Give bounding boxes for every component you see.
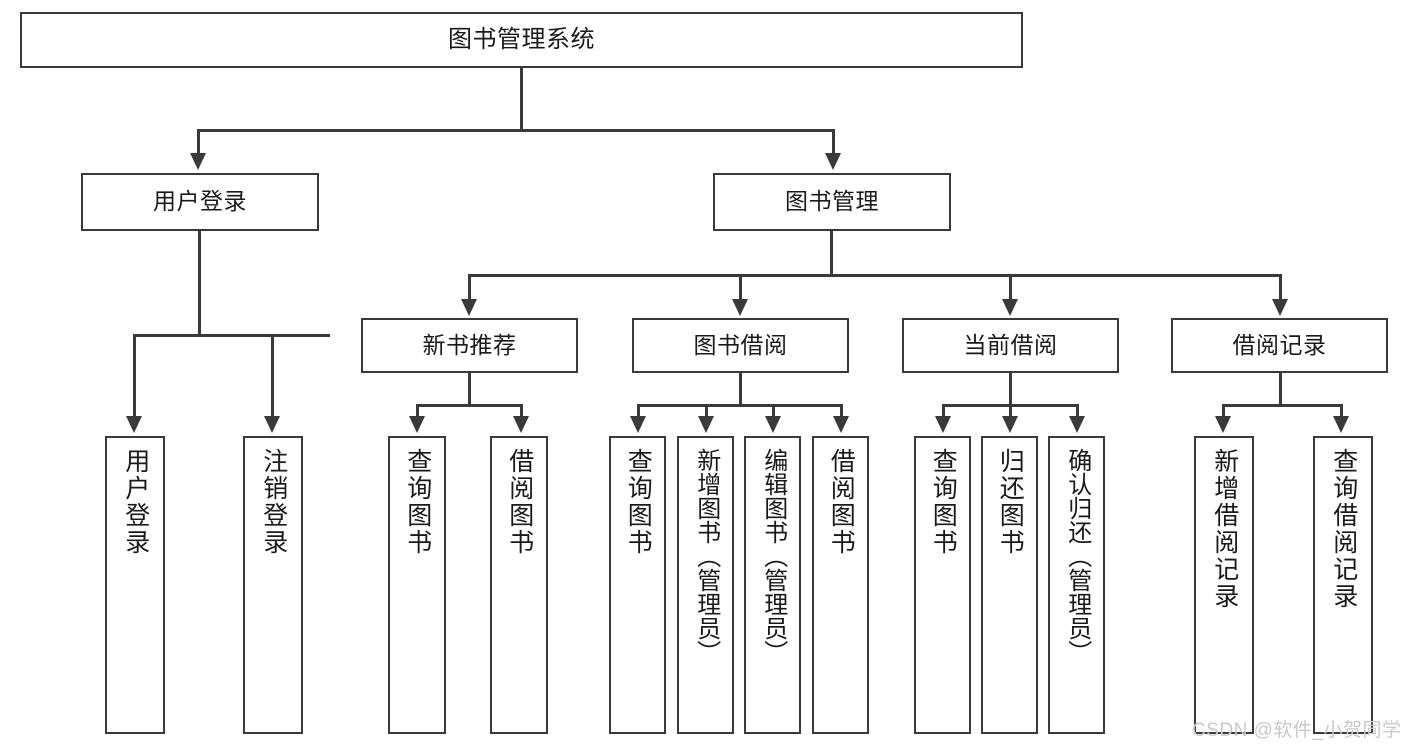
arrow-head-current-borrow xyxy=(1002,299,1018,316)
connector-bookmanage-to-l3-1 xyxy=(468,274,471,302)
connector-root-bar xyxy=(197,129,834,132)
node-label: 查询图书 xyxy=(929,448,958,556)
connector-borrowrecord-to-leaf1 xyxy=(1222,404,1225,419)
arrow-head-borrow-book-2 xyxy=(833,416,849,433)
node-label: 用户登录 xyxy=(153,188,247,215)
node-current-borrow[interactable]: 当前借阅 xyxy=(902,318,1119,373)
node-root-system[interactable]: 图书管理系统 xyxy=(20,12,1023,68)
leaf-node-borrow-book-2[interactable]: 借阅图书 xyxy=(812,436,869,734)
connector-bookborrow-stem xyxy=(739,373,742,406)
leaf-node-add-book[interactable]: 新增图书（管理员） xyxy=(677,436,734,734)
connector-currentborrow-to-leaf1 xyxy=(942,404,945,419)
arrow-head-borrow-book-1 xyxy=(513,416,529,433)
leaf-node-query-record[interactable]: 查询借阅记录 xyxy=(1313,436,1373,734)
node-label: 新增图书（管理员） xyxy=(692,448,720,664)
connector-currentborrow-to-leaf3 xyxy=(1076,404,1079,419)
connector-currentborrow-stem xyxy=(1009,373,1012,406)
arrow-head-new-book-recommend xyxy=(461,299,477,316)
node-label: 注销登录 xyxy=(259,448,288,556)
connector-bookborrow-to-leaf4 xyxy=(840,404,843,419)
arrow-head-query-book-3 xyxy=(935,416,951,433)
connector-root-to-userlogin xyxy=(197,129,200,157)
node-label: 当前借阅 xyxy=(963,331,1058,358)
connector-bookmanage-stem xyxy=(830,231,833,276)
connector-bookmanage-to-l3-2 xyxy=(739,274,742,302)
connector-borrowrecord-bar xyxy=(1222,404,1342,407)
leaf-node-add-record[interactable]: 新增借阅记录 xyxy=(1194,436,1254,734)
leaf-node-user-login[interactable]: 用户登录 xyxy=(105,436,165,734)
node-label: 归还图书 xyxy=(996,448,1025,556)
connector-currentborrow-to-leaf2 xyxy=(1009,404,1012,419)
arrow-head-query-book-2 xyxy=(630,416,646,433)
node-book-manage[interactable]: 图书管理 xyxy=(713,173,951,231)
connector-bookmanage-to-l3-3 xyxy=(1009,274,1012,302)
watermark-text: CSDN @软件_小贺同学 xyxy=(1192,720,1402,741)
node-label: 编辑图书（管理员） xyxy=(759,448,787,664)
connector-newbook-stem xyxy=(468,373,471,406)
connector-bookborrow-to-leaf2 xyxy=(705,404,708,419)
connector-borrowrecord-stem xyxy=(1279,373,1282,406)
node-label: 图书管理系统 xyxy=(448,25,595,53)
node-label: 借阅记录 xyxy=(1232,331,1327,358)
connector-newbook-bar xyxy=(416,404,522,407)
leaf-node-query-book-1[interactable]: 查询图书 xyxy=(388,436,446,734)
connector-bookborrow-bar xyxy=(637,404,841,407)
leaf-node-query-book-3[interactable]: 查询图书 xyxy=(914,436,971,734)
connector-newbook-to-leaf1 xyxy=(416,404,419,419)
arrow-head-edit-book xyxy=(765,416,781,433)
arrow-head-add-book xyxy=(698,416,714,433)
arrow-head-book-borrow xyxy=(732,299,748,316)
arrow-head-query-book-1 xyxy=(409,416,425,433)
leaf-node-return-book[interactable]: 归还图书 xyxy=(981,436,1038,734)
arrow-head-leaf-logout xyxy=(264,416,280,433)
node-label: 图书管理 xyxy=(785,188,879,215)
node-label: 新增借阅记录 xyxy=(1210,448,1239,610)
arrow-head-query-record xyxy=(1333,416,1349,433)
connector-bookmanage-bar xyxy=(468,274,1280,277)
node-label: 借阅图书 xyxy=(505,448,534,556)
leaf-node-logout[interactable]: 注销登录 xyxy=(243,436,303,734)
leaf-node-borrow-book-1[interactable]: 借阅图书 xyxy=(490,436,548,734)
leaf-node-confirm-return[interactable]: 确认归还（管理员） xyxy=(1048,436,1105,734)
node-label: 查询借阅记录 xyxy=(1329,448,1358,610)
arrow-head-leaf-user-login xyxy=(126,416,142,433)
node-borrow-record[interactable]: 借阅记录 xyxy=(1171,318,1388,373)
leaf-node-edit-book[interactable]: 编辑图书（管理员） xyxy=(744,436,801,734)
arrow-head-confirm-return xyxy=(1069,416,1085,433)
node-label: 确认归还（管理员） xyxy=(1063,448,1091,664)
connector-newbook-to-leaf2 xyxy=(520,404,523,419)
node-label: 查询图书 xyxy=(403,448,432,556)
leaf-node-query-book-2[interactable]: 查询图书 xyxy=(609,436,666,734)
connector-bookborrow-to-leaf1 xyxy=(637,404,640,419)
node-label: 查询图书 xyxy=(624,448,653,556)
node-new-book-recommend[interactable]: 新书推荐 xyxy=(361,318,578,373)
arrow-head-bookmanage xyxy=(825,153,841,170)
arrow-head-borrow-record xyxy=(1272,299,1288,316)
connector-bookmanage-to-l3-4 xyxy=(1279,274,1282,302)
node-label: 图书借阅 xyxy=(693,331,788,358)
connector-root-to-bookmanage xyxy=(832,129,835,157)
node-label: 借阅图书 xyxy=(827,448,856,556)
connector-borrowrecord-to-leaf2 xyxy=(1340,404,1343,419)
connector-userlogin-to-leaf2 xyxy=(271,334,274,419)
arrow-head-return-book xyxy=(1002,416,1018,433)
connector-bookborrow-to-leaf3 xyxy=(772,404,775,419)
node-book-borrow[interactable]: 图书借阅 xyxy=(632,318,849,373)
connector-userlogin-to-leaf1 xyxy=(133,334,136,419)
connector-root-stem xyxy=(520,68,523,130)
connector-userlogin-bar xyxy=(133,334,330,337)
node-label: 新书推荐 xyxy=(422,331,517,358)
node-user-login[interactable]: 用户登录 xyxy=(81,173,319,231)
node-label: 用户登录 xyxy=(121,448,150,556)
arrow-head-userlogin xyxy=(190,153,206,170)
arrow-head-add-record xyxy=(1215,416,1231,433)
connector-userlogin-stem xyxy=(198,231,201,336)
